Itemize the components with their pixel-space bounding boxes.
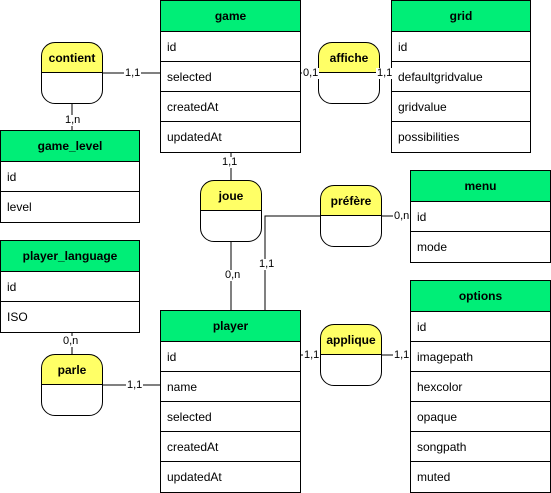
entity-attribute: imagepath [411,342,550,372]
cardinality-prefere-player: 1,1 [258,258,276,270]
entity-attribute: opaque [411,402,550,432]
entity-game-level[interactable]: game_level id level [0,130,140,223]
entity-game[interactable]: game id selected createdAt updatedAt [160,0,301,153]
entity-title: game [161,1,300,32]
cardinality-joue-player: 0,n [224,269,242,281]
cardinality-affiche-grid: 1,1 [376,67,394,79]
relation-label: joue [201,181,261,211]
relation-joue[interactable]: joue [200,180,262,242]
entity-attribute: id [411,202,550,232]
entity-attribute: id [161,342,300,372]
entity-attribute: id [161,32,300,62]
cardinality-contient-game-level: 1,n [64,114,82,126]
entity-attribute: name [161,372,300,402]
relation-applique[interactable]: applique [320,324,382,386]
relation-label: affiche [319,43,379,73]
entity-title: game_level [1,131,139,162]
entity-attribute: id [392,32,530,62]
entity-options[interactable]: options id imagepath hexcolor opaque son… [410,280,551,493]
entity-attribute: songpath [411,432,550,462]
entity-attribute: selected [161,402,300,432]
cardinality-applique-player: 1,1 [303,349,321,361]
entity-attribute: gridvalue [392,92,530,122]
entity-attribute: id [1,162,139,192]
entity-attribute: level [7,200,32,214]
relation-label: applique [321,325,381,355]
relation-label: contient [42,43,102,73]
entity-title: menu [411,171,550,202]
entity-attribute: id [1,272,139,302]
entity-attribute: createdAt [161,92,300,122]
entity-attribute: hexcolor [411,372,550,402]
entity-attribute: possibilities [398,130,460,144]
entity-attribute: defaultgridvalue [392,62,530,92]
relation-parle[interactable]: parle [41,354,103,416]
entity-grid[interactable]: grid id defaultgridvalue gridvalue possi… [391,0,531,153]
cardinality-contient-game: 1,1 [124,67,142,79]
entity-attribute: createdAt [161,432,300,462]
entity-title: grid [392,1,530,32]
entity-attribute: updatedAt [167,130,222,144]
entity-attribute: id [411,312,550,342]
relation-affiche[interactable]: affiche [318,42,380,104]
relation-prefere[interactable]: préfère [320,185,382,247]
entity-menu[interactable]: menu id mode [410,170,551,263]
entity-attribute: mode [417,240,448,254]
entity-attribute: ISO [7,310,28,324]
cardinality-joue-game: 1,1 [221,156,239,168]
entity-attribute: muted [417,470,451,484]
entity-title: options [411,281,550,312]
entity-player-language[interactable]: player_language id ISO [0,240,140,333]
relation-contient[interactable]: contient [41,42,103,104]
entity-title: player [161,311,300,342]
cardinality-affiche-game: 0,1 [302,67,320,79]
relation-label: préfère [321,186,381,216]
cardinality-applique-options: 1,1 [393,349,411,361]
entity-attribute: selected [161,62,300,92]
cardinality-parle-player-language: 0,n [62,335,80,347]
relation-label: parle [42,355,102,385]
entity-player[interactable]: player id name selected createdAt update… [160,310,301,493]
cardinality-parle-player: 1,1 [126,379,144,391]
entity-title: player_language [1,241,139,272]
entity-attribute: updatedAt [167,470,222,484]
cardinality-prefere-menu: 0,n [393,210,411,222]
